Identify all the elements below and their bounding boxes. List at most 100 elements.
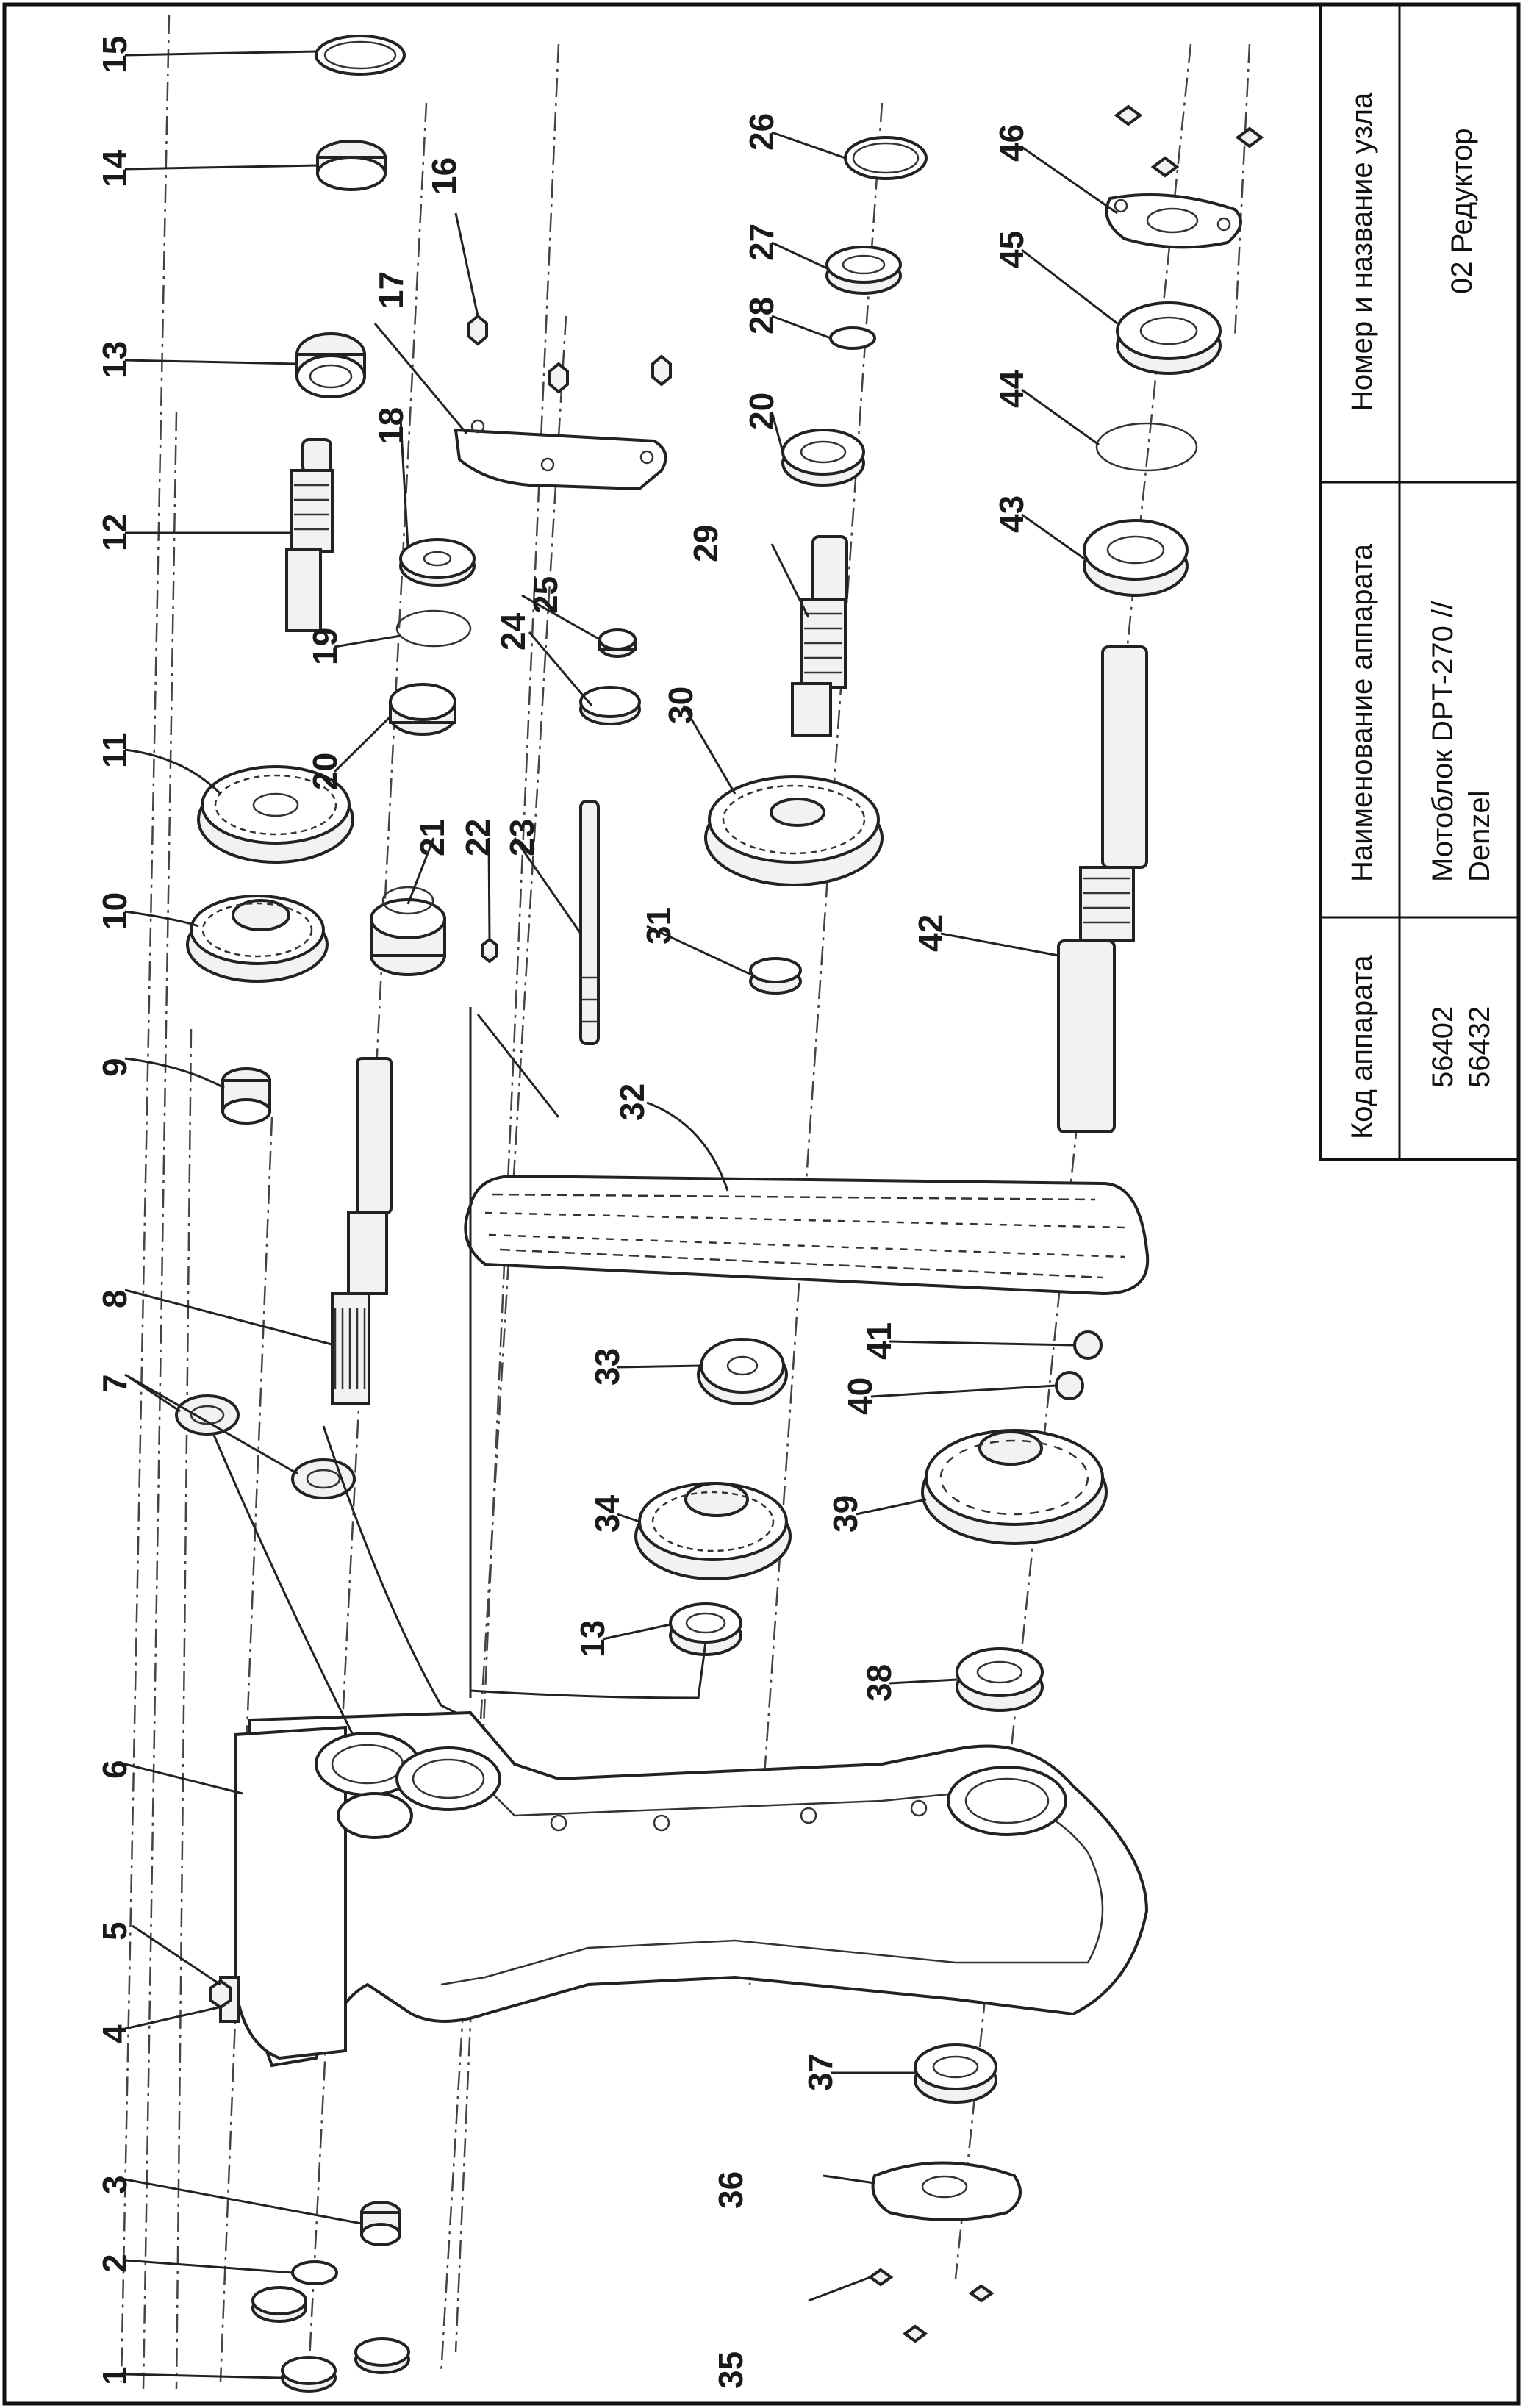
unit-name: 02 Редуктор — [1446, 128, 1478, 294]
part-20-bearing-b — [781, 429, 865, 487]
callout-14: 14 — [96, 149, 134, 187]
part-43-bearing — [1083, 519, 1189, 597]
callout-13-mid: 13 — [573, 1620, 612, 1658]
callout-9: 9 — [96, 1058, 134, 1077]
part-37-seal — [914, 2043, 997, 2104]
callout-40: 40 — [841, 1377, 879, 1415]
callout-7: 7 — [96, 1374, 134, 1393]
callout-39: 39 — [826, 1495, 864, 1533]
part-8-long-shaft — [331, 1057, 393, 1405]
callout-19: 19 — [306, 628, 344, 665]
code-2: 56432 — [1463, 1006, 1496, 1088]
part-25-nut — [598, 628, 637, 658]
callout-12: 12 — [96, 514, 134, 551]
part-9-bushing — [221, 1067, 271, 1125]
callout-21: 21 — [413, 819, 451, 856]
callout-45: 45 — [992, 231, 1031, 268]
part-16-bolts — [467, 314, 672, 394]
code-1: 56402 — [1427, 1006, 1459, 1088]
part-33-sprocket — [697, 1338, 788, 1405]
part-6-gearbox-housing — [234, 1710, 1149, 2068]
part-24-sprocket-small — [579, 686, 641, 725]
part-26-seal — [844, 136, 928, 180]
callout-3: 3 — [96, 2175, 134, 2194]
part-28-ring — [829, 326, 876, 350]
callout-2: 2 — [96, 2254, 134, 2273]
callout-8: 8 — [96, 1289, 134, 1308]
callout-30: 30 — [662, 687, 700, 724]
part-18-washer — [399, 538, 476, 587]
part-27-ring — [825, 246, 902, 295]
part-22-pin — [481, 937, 498, 964]
part-42-output-shaft — [1057, 645, 1148, 1133]
part-13-bearing-mid — [669, 1602, 742, 1656]
callout-37: 37 — [801, 2054, 839, 2091]
callout-4: 4 — [96, 2024, 134, 2043]
callout-29: 29 — [687, 525, 725, 562]
callout-24: 24 — [494, 612, 532, 651]
part-41-bolt — [1073, 1330, 1103, 1360]
callout-numbers: 1 2 3 4 5 6 7 8 9 10 11 12 13 13 14 15 1… — [96, 36, 1031, 2389]
callout-13-top: 13 — [96, 341, 134, 379]
callout-43: 43 — [992, 495, 1031, 533]
part-12-gear-shaft — [285, 438, 334, 632]
part-15-seal-ring — [315, 35, 406, 76]
callout-20-left: 20 — [306, 753, 344, 790]
title-block: Код аппарата 56402 56432 Наименование ап… — [1319, 3, 1520, 1161]
callout-20-right: 20 — [742, 393, 781, 430]
callout-18: 18 — [372, 407, 410, 445]
device-name-line-2: Denzel — [1463, 790, 1496, 882]
callout-5: 5 — [96, 1921, 134, 1941]
part-19-circlip — [395, 609, 472, 648]
callout-6: 6 — [96, 1760, 134, 1779]
part-40-ball — [1055, 1371, 1084, 1400]
callout-35: 35 — [712, 2351, 750, 2389]
callout-32: 32 — [613, 1083, 651, 1121]
part-7-bearings — [175, 1394, 356, 1499]
part-36-cover — [871, 2161, 1022, 2221]
part-35-screws — [867, 2268, 995, 2343]
part-21-double-gear — [370, 886, 446, 976]
part-32-chain — [464, 1174, 1150, 1296]
callout-42: 42 — [911, 914, 950, 952]
part-4-bolt — [209, 1979, 232, 2010]
callout-27: 27 — [742, 223, 781, 261]
callout-26: 26 — [742, 113, 781, 151]
part-38-bearing — [956, 1647, 1044, 1712]
part-10-gear — [186, 895, 329, 983]
part-11-large-gear — [197, 765, 354, 864]
part-45-bearing — [1116, 301, 1222, 375]
part-1-rings — [251, 2286, 410, 2393]
callout-46: 46 — [992, 124, 1031, 162]
part-29-shaft — [791, 535, 848, 737]
leader-lines — [124, 50, 1118, 2379]
callout-41: 41 — [860, 1322, 898, 1360]
part-14-bushing — [316, 140, 387, 191]
callout-10: 10 — [96, 892, 134, 930]
part-13-bearing-top — [295, 332, 366, 398]
callout-44: 44 — [992, 370, 1031, 408]
callout-1: 1 — [96, 2366, 134, 2385]
callout-25: 25 — [526, 576, 565, 614]
callout-34: 34 — [588, 1494, 626, 1533]
part-34-gear — [634, 1482, 792, 1580]
part-17-cover-plate — [454, 419, 667, 491]
part-39-sprocket-large — [921, 1429, 1108, 1545]
callout-15: 15 — [96, 36, 134, 74]
part-2-seal — [291, 2260, 338, 2285]
callout-38: 38 — [860, 1664, 898, 1702]
code-header: Код аппарата — [1346, 955, 1378, 1139]
callout-11: 11 — [96, 732, 134, 768]
part-3-plug — [360, 2201, 401, 2246]
callout-36: 36 — [712, 2171, 750, 2209]
callout-31: 31 — [639, 907, 678, 945]
part-23-shaft — [579, 800, 600, 1045]
callout-28: 28 — [742, 297, 781, 334]
callout-23: 23 — [503, 819, 541, 856]
callout-33: 33 — [588, 1348, 626, 1386]
part-46-flange-cover — [1105, 193, 1242, 249]
part-31-bushing — [749, 957, 802, 995]
callout-17: 17 — [372, 271, 410, 309]
